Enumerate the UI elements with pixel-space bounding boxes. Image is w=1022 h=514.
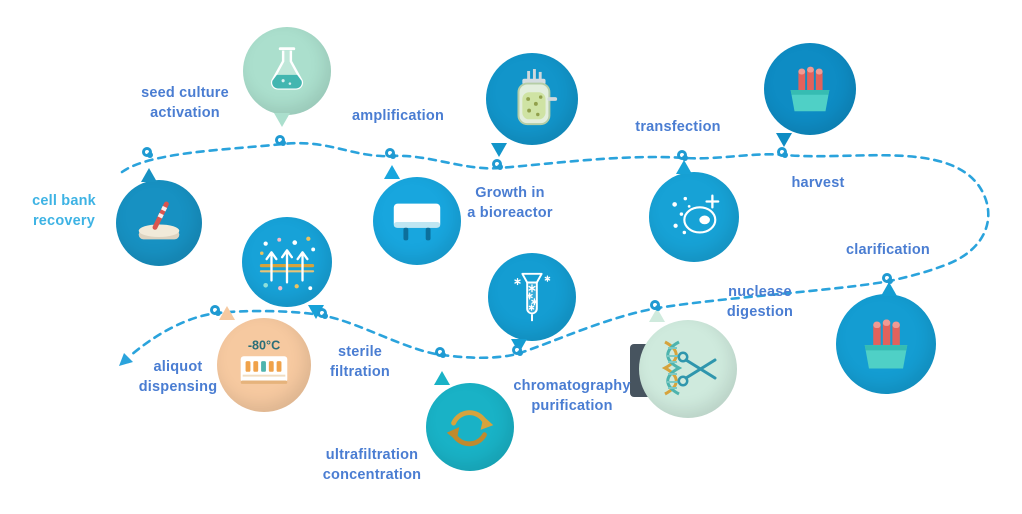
cells-icon: [663, 187, 725, 247]
membrane-filter-icon: [254, 230, 320, 294]
test-tubes-icon: [780, 59, 840, 119]
step-balloon: [836, 282, 936, 394]
step-label: harvest: [791, 175, 845, 191]
node-marker: [210, 305, 221, 316]
bioreactor-icon: [503, 68, 561, 130]
step-balloon: [488, 253, 576, 353]
node-marker: [435, 347, 446, 358]
node-marker: [317, 308, 328, 319]
step-balloon: [373, 165, 461, 265]
step-balloon: [116, 168, 202, 266]
node-marker: [512, 345, 523, 356]
step-balloon: [243, 27, 331, 127]
node-marker: [492, 159, 503, 170]
node-marker: [385, 148, 396, 159]
process-path: [120, 141, 990, 360]
test-tubes-icon: [853, 311, 919, 377]
step-balloon: [764, 43, 856, 147]
freezer-temp-label: -80°C: [248, 338, 280, 352]
node-marker: [142, 147, 153, 158]
node-marker: [777, 147, 788, 158]
flask-icon: [256, 40, 318, 102]
node-marker: [650, 300, 661, 311]
step-balloon: [486, 53, 578, 157]
step-label: amplification: [351, 108, 445, 124]
flow-arrow-icon: [119, 353, 133, 366]
step-label: transfection: [635, 119, 721, 135]
step-balloon: [639, 308, 737, 418]
node-marker: [882, 273, 893, 284]
step-balloon: -80°C: [217, 306, 311, 412]
step-label: clarification: [846, 242, 930, 258]
dna-scissors-icon: [653, 336, 723, 402]
step-balloon: [242, 217, 332, 319]
step-balloon: [649, 160, 739, 262]
node-marker: [275, 135, 286, 146]
column-crystals-icon: [504, 268, 560, 326]
culture-device-icon: [387, 191, 447, 251]
circulation-arrows-icon: [441, 398, 499, 456]
node-marker: [677, 150, 688, 161]
freezer-icon: -80°C: [231, 333, 297, 397]
petri-dish-icon: [130, 194, 188, 252]
